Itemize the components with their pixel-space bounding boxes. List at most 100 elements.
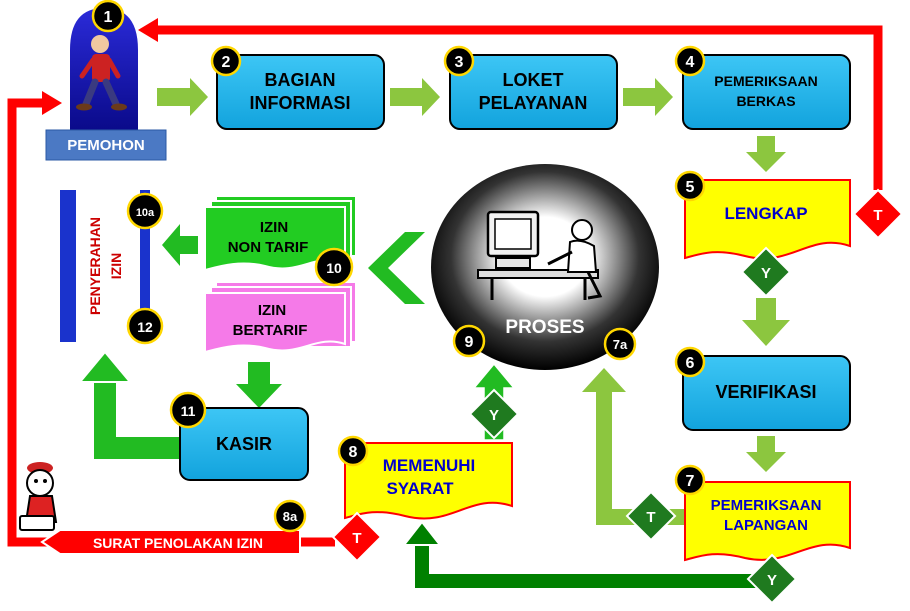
decision-memenuhi-ya-label: Y [489,407,499,424]
badge-4 [674,45,706,77]
badge-10-group: 10 [314,247,354,287]
badge-10a-number: 10a [136,207,155,219]
penyerahan-line1: PENYERAHAN [87,217,103,315]
dark-green-loop-lapangan-to-memenuhi [401,520,760,591]
bagian-informasi-line1: BAGIAN [265,70,336,90]
loket-pelayanan-box [449,54,618,130]
arrow-lengkap-to-verifikasi [742,298,790,346]
izin-bertarif-stack: IZIN BERTARIF [204,281,357,354]
izin-non-tarif-line1: IZIN [260,219,288,236]
badge-10-number: 10 [326,260,342,276]
step-memenuhi-syarat: MEMENUHI SYARAT 8 [337,435,513,520]
badge-9-number: 9 [465,334,474,351]
badge-6 [674,346,706,378]
pemeriksaan-berkas-line1: PEMERIKSAAN [714,73,817,89]
arrow-pemeriksaan-to-lengkap [746,136,786,172]
verifikasi-box [682,355,851,431]
step-surat-penolakan: SURAT PENOLAKAN IZIN 8a [40,499,307,555]
izin-non-tarif-line2: NON TARIF [228,239,309,256]
arrow-pemohon-to-informasi [157,78,208,116]
decision-lengkap-ya: Y [740,246,792,298]
bagian-informasi-box [216,54,385,130]
decision-memenuhi-ya: Y [468,388,520,440]
decision-memenuhi-tidak-label: T [352,530,361,547]
arrow-informasi-to-loket [390,78,440,116]
penyerahan-left-bar [60,190,76,342]
badge-3 [443,45,475,77]
penyerahan-line2: IZIN [108,253,124,279]
proses-label: PROSES [505,317,584,338]
badge-12 [126,307,164,345]
step-lengkap: LENGKAP 5 [674,170,851,260]
izin-bertarif-line2: BERTARIF [233,322,308,339]
badge-5 [674,170,706,202]
izin-bertarif-line1: IZIN [258,302,286,319]
decision-lengkap-tidak-label: T [873,207,882,224]
step-bagian-informasi: BAGIAN INFORMASI 2 [210,45,385,130]
badge-7a [603,327,637,361]
pemohon-label-box [45,129,167,161]
pemeriksaan-lapangan-line2: LAPANGAN [724,517,808,534]
badge-4-number: 4 [686,54,695,71]
badge-11-number: 11 [181,403,196,419]
badge-3-number: 3 [455,54,464,71]
arrow-izin-to-kasir [236,362,282,408]
pemeriksaan-berkas-line2: BERKAS [736,93,795,109]
light-green-loop-lapangan-to-proses [582,368,685,525]
decision-memenuhi-tidak: T [331,511,383,563]
badge-1-number: 1 [104,9,113,26]
arrow-izin-to-penyerahan [162,224,198,266]
memenuhi-syarat-line1: MEMENUHI [383,456,476,475]
badge-8a [273,499,307,533]
badge-12-number: 12 [137,319,153,335]
computer-worker-icon [477,210,603,300]
decision-lengkap-ya-label: Y [761,265,771,282]
red-return-path-top [138,18,883,190]
step-pemeriksaan-lapangan: PEMERIKSAAN LAPANGAN 7 [674,464,851,562]
stamp-officer-icon [19,462,58,531]
green-loop-kasir-to-penyerahan [77,350,180,462]
badge-6-number: 6 [686,355,695,372]
arrow-verifikasi-to-lapangan [746,436,786,472]
badge-11 [169,391,207,429]
lengkap-label: LENGKAP [724,204,807,223]
decision-lapangan-ya: Y [746,553,798,605]
badge-9 [452,324,486,358]
step-kasir: KASIR 11 [169,391,309,481]
chevron-proses-to-izin [368,232,425,304]
badge-7a-number: 7a [613,337,628,352]
badge-2 [210,45,242,77]
surat-penolakan-label: SURAT PENOLAKAN IZIN [93,535,263,551]
pemeriksaan-lapangan-line1: PEMERIKSAAN [711,497,822,514]
step-loket-pelayanan: LOKET PELAYANAN 3 [443,45,618,130]
arrow-loket-to-pemeriksaan [623,78,673,116]
step-verifikasi: VERIFIKASI 6 [674,346,851,431]
step-pemohon: PEMOHON 1 [45,0,167,161]
step-pemeriksaan-berkas: PEMERIKSAAN BERKAS 4 [674,45,851,130]
loket-pelayanan-line1: LOKET [503,70,564,90]
badge-7 [674,464,706,496]
loket-pelayanan-line2: PELAYANAN [479,93,588,113]
pemeriksaan-berkas-box [682,54,851,130]
badge-10a [126,192,164,230]
memenuhi-syarat-line2: SYARAT [386,479,454,498]
pemeriksaan-lapangan-document-shape [684,481,851,562]
kasir-label: KASIR [216,434,272,454]
walking-man-icon [76,35,127,111]
badge-2-number: 2 [222,54,231,71]
badge-8a-number: 8a [283,509,298,524]
badge-1 [91,0,125,33]
step-proses: PROSES 9 7a [431,164,659,370]
surat-penolakan-banner [40,529,301,555]
decision-lapangan-ya-label: Y [767,572,777,589]
bagian-informasi-line2: INFORMASI [250,93,351,113]
kasir-box [179,407,309,481]
decision-lapangan-tidak: T [625,490,677,542]
badge-10 [314,247,354,287]
decision-lapangan-tidak-label: T [646,509,655,526]
pemohon-label: PEMOHON [67,137,145,154]
penyerahan-right-bar [140,190,150,342]
verifikasi-label: VERIFIKASI [715,382,816,402]
